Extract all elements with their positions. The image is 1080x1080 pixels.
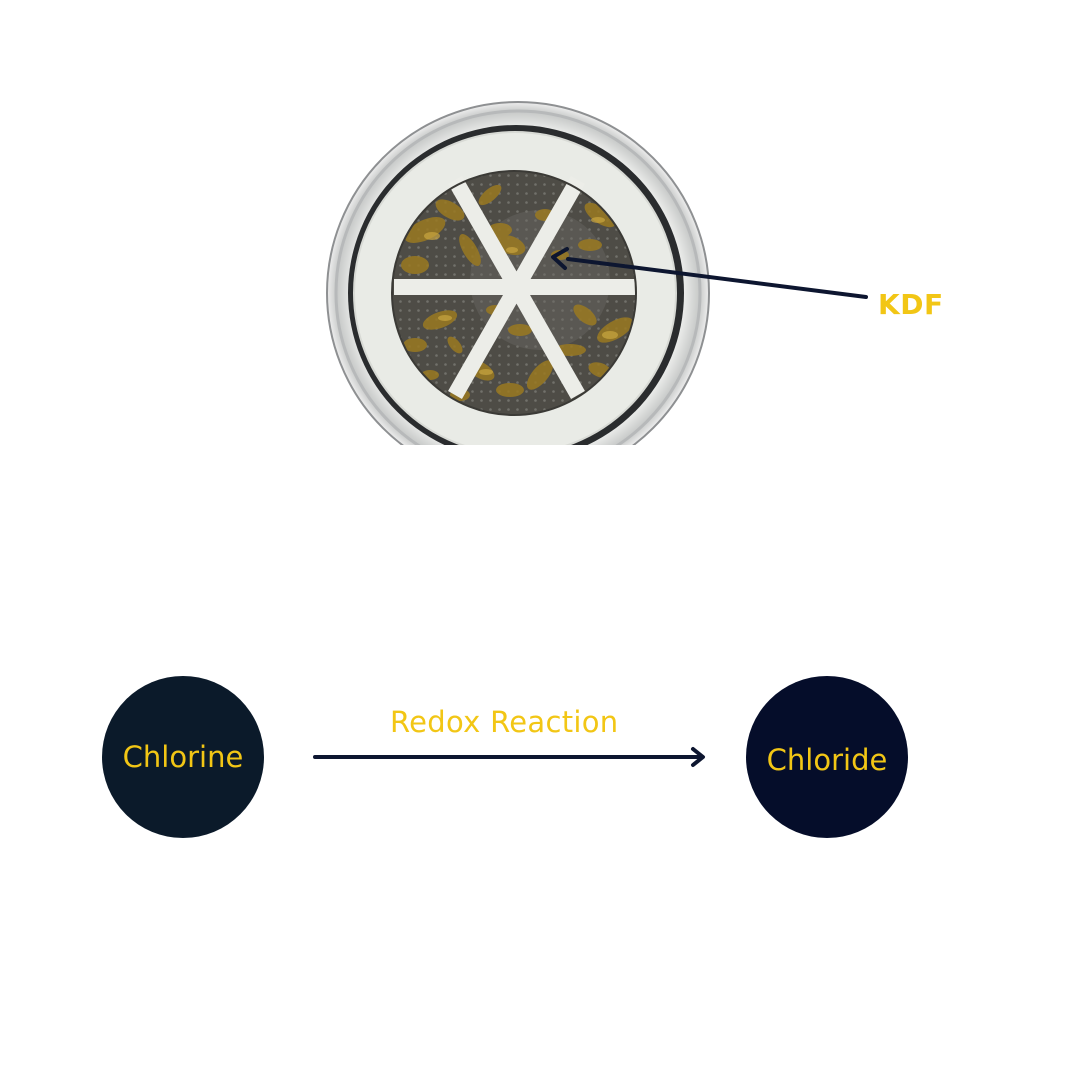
product-node: Chloride: [746, 676, 908, 838]
kdf-label: KDF: [878, 288, 944, 321]
redox-reaction-label: Redox Reaction: [390, 705, 619, 739]
kdf-filter-cartridge-photo: [326, 101, 710, 445]
kdf-callout-arrow: [551, 247, 868, 299]
reactant-label: Chlorine: [122, 740, 244, 774]
reactant-node: Chlorine: [102, 676, 264, 838]
chlorine-circle: [102, 676, 264, 838]
product-label: Chloride: [766, 743, 888, 777]
reaction-arrow: [313, 747, 705, 767]
chloride-circle: [746, 676, 908, 838]
